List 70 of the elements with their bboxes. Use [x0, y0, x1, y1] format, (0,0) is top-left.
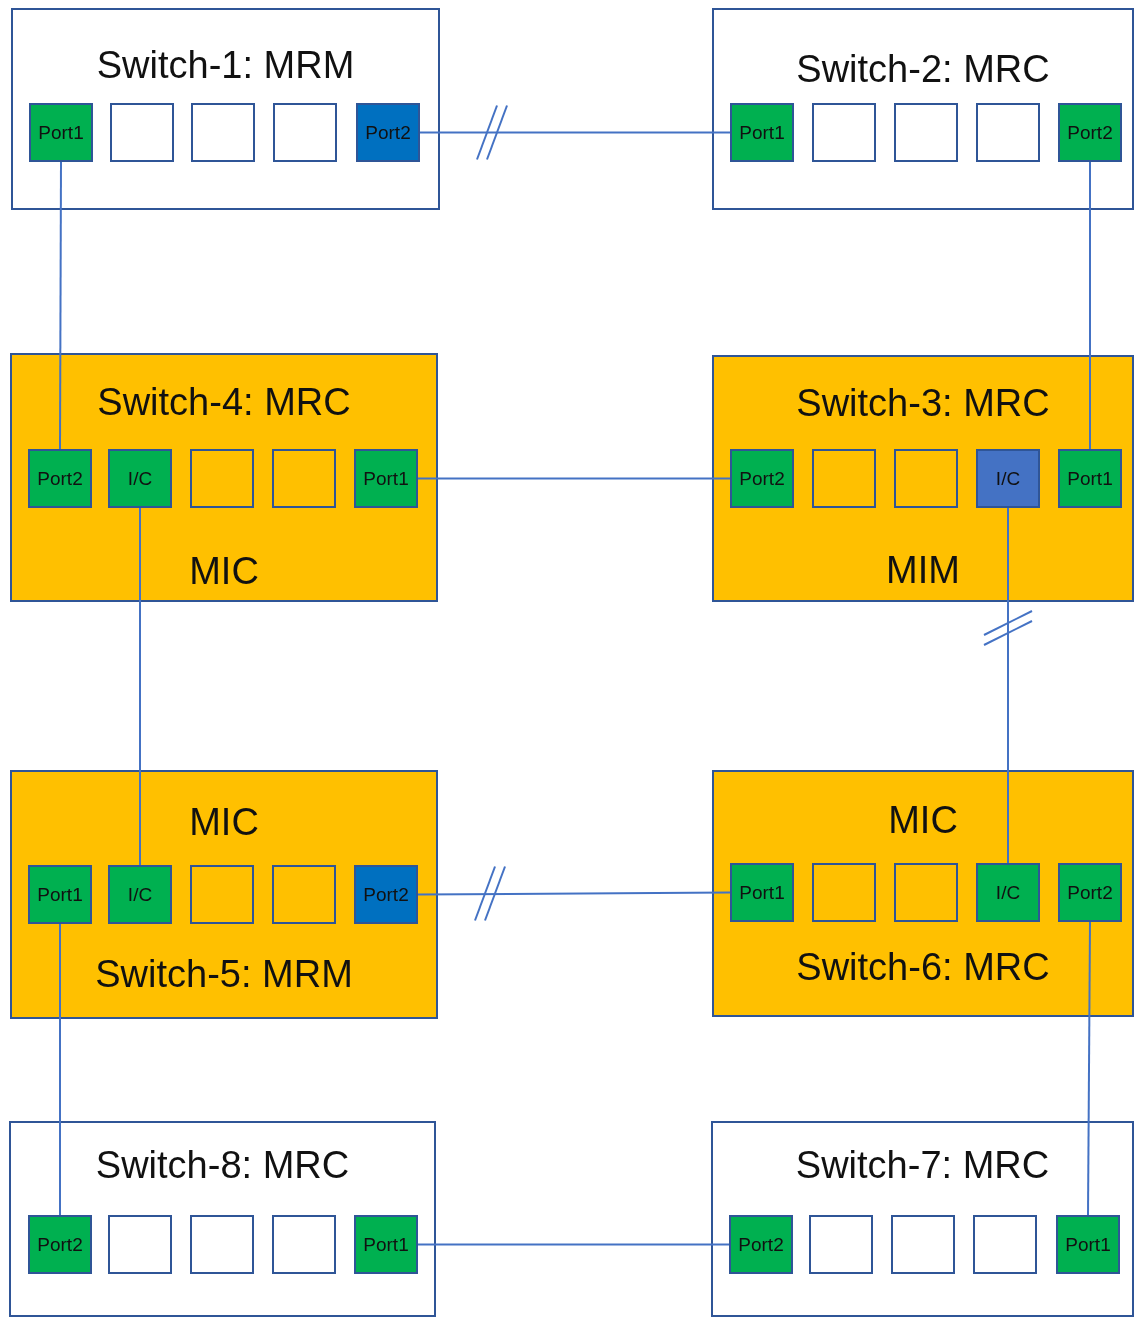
empty-port — [272, 865, 336, 924]
connector-line — [139, 507, 141, 866]
connector-line — [417, 1243, 730, 1246]
connector-line — [419, 131, 731, 134]
connector-line — [1087, 921, 1091, 1216]
port: I/C — [976, 863, 1040, 922]
empty-port — [894, 449, 958, 508]
port: I/C — [108, 449, 172, 508]
port: Port1 — [730, 103, 794, 162]
port: Port2 — [1058, 103, 1122, 162]
empty-port — [272, 449, 336, 508]
switch-box — [712, 770, 1134, 1017]
empty-port — [812, 863, 876, 922]
connector-line — [417, 891, 731, 896]
switch-box — [712, 8, 1134, 210]
port: Port1 — [354, 1215, 418, 1274]
empty-port — [812, 449, 876, 508]
switch-box — [11, 8, 440, 210]
empty-port — [191, 103, 255, 162]
switch-label: Switch-5: MRM — [94, 952, 354, 996]
switch-label: Switch-1: MRM — [95, 43, 356, 87]
switch-box — [10, 353, 438, 602]
switch-label: MIC — [188, 549, 260, 593]
connector-line — [1007, 507, 1009, 864]
switch-box — [9, 1121, 436, 1317]
switch-box — [712, 355, 1134, 602]
port: Port2 — [354, 865, 418, 924]
port: Port1 — [1056, 1215, 1120, 1274]
port: I/C — [108, 865, 172, 924]
switch-label: MIC — [887, 798, 959, 842]
empty-port — [190, 1215, 254, 1274]
empty-port — [110, 103, 174, 162]
empty-port — [812, 103, 876, 162]
empty-port — [272, 1215, 336, 1274]
connector-line — [417, 477, 731, 480]
port: Port1 — [354, 449, 418, 508]
port: Port2 — [356, 103, 420, 162]
port: Port2 — [729, 1215, 793, 1274]
switch-box — [711, 1121, 1134, 1317]
port: Port1 — [730, 863, 794, 922]
empty-port — [976, 103, 1040, 162]
port: Port2 — [28, 449, 92, 508]
switch-label: Switch-2: MRC — [795, 47, 1051, 91]
connector-line — [1089, 161, 1091, 450]
empty-port — [190, 449, 254, 508]
port: Port1 — [29, 103, 93, 162]
switch-label: Switch-3: MRC — [795, 381, 1051, 425]
empty-port — [891, 1215, 955, 1274]
empty-port — [190, 865, 254, 924]
switch-label: Switch-8: MRC — [94, 1143, 351, 1187]
empty-port — [973, 1215, 1037, 1274]
connector-line — [59, 161, 62, 450]
empty-port — [894, 863, 958, 922]
empty-port — [894, 103, 958, 162]
empty-port — [273, 103, 337, 162]
switch-label: Switch-7: MRC — [794, 1143, 1051, 1187]
port: Port1 — [1058, 449, 1122, 508]
switch-label: Switch-4: MRC — [96, 380, 352, 424]
connector-line — [59, 923, 61, 1216]
switch-label: Switch-6: MRC — [795, 945, 1051, 989]
empty-port — [809, 1215, 873, 1274]
port: Port2 — [28, 1215, 92, 1274]
port: Port1 — [28, 865, 92, 924]
empty-port — [108, 1215, 172, 1274]
port: Port2 — [1058, 863, 1122, 922]
switch-box — [10, 770, 438, 1019]
port: I/C — [976, 449, 1040, 508]
switch-label: MIM — [885, 548, 961, 592]
port: Port2 — [730, 449, 794, 508]
switch-label: MIC — [188, 800, 260, 844]
